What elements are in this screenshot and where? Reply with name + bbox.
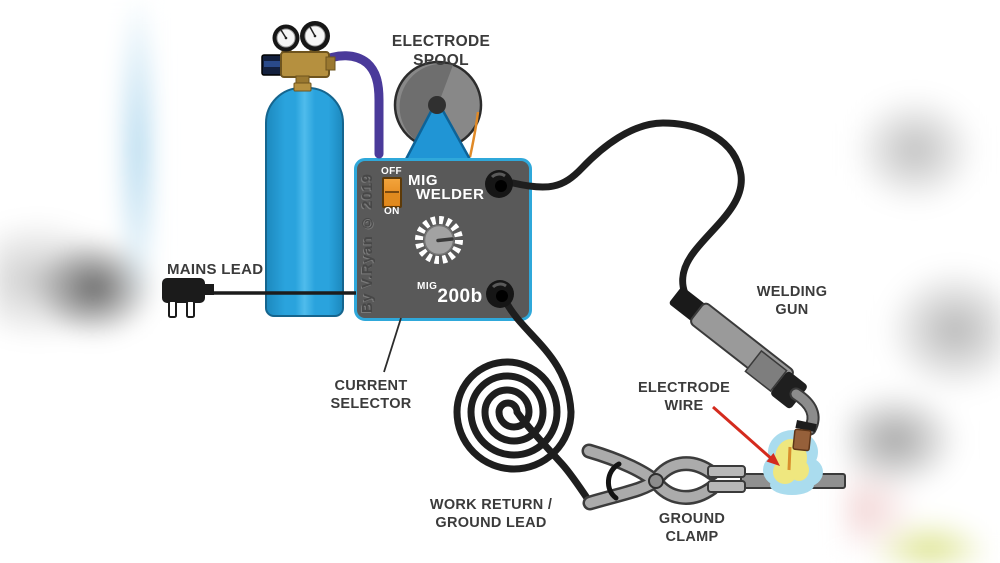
label-line: WELDING <box>756 284 828 300</box>
mains-plug-body <box>162 278 205 303</box>
model-number: 200b <box>437 286 483 307</box>
label-line: CURRENT <box>334 378 408 394</box>
cylinder-valve-stem <box>295 75 310 86</box>
label-line: CLAMP <box>665 529 719 546</box>
spool-disc <box>393 60 483 150</box>
arc-halo <box>789 457 823 487</box>
label-line: ELECTRODE <box>637 380 731 396</box>
clamp-pivot <box>648 473 664 489</box>
gauge-stem <box>309 45 320 57</box>
arrow-head <box>766 453 780 466</box>
label-line: ELECTRODE <box>391 33 491 50</box>
work-return-lead <box>453 296 593 505</box>
clamp-arm-outline <box>581 443 720 505</box>
model-prefix: MIG <box>417 281 438 292</box>
label-line: GROUND LEAD <box>435 515 547 532</box>
spool-hub <box>428 96 446 114</box>
gauge-needle <box>280 29 287 39</box>
pressure-gauge-right <box>300 21 330 51</box>
gun-cable-connector <box>669 287 713 327</box>
mig-welder-unit: By V.Ryan © 2019 OFF ON MIG WELDER MIG20… <box>354 158 532 321</box>
workpiece-bar <box>740 473 846 489</box>
switch-on-label: ON <box>384 206 400 217</box>
gun-neck-outline <box>789 387 820 436</box>
clamp-arm <box>584 446 717 503</box>
spool-disc-shading <box>399 63 453 145</box>
clamp-jaw-top <box>707 465 746 478</box>
label-line: GROUND <box>658 511 726 527</box>
welder-title-line2: WELDER <box>416 186 485 203</box>
regulator-body <box>280 51 330 78</box>
work-lead-exit <box>513 408 593 505</box>
label-current-selector: CURRENT SELECTOR <box>330 377 411 413</box>
label-line: WIRE <box>664 398 704 415</box>
gauge-face <box>276 28 296 48</box>
work-lead-coil <box>453 358 575 473</box>
mains-plug-pin <box>186 300 195 318</box>
gas-regulator <box>261 21 336 92</box>
label-electrode-wire: ELECTRODE WIRE <box>638 379 730 415</box>
arc-glow <box>789 459 809 481</box>
dial-pointer <box>436 237 454 243</box>
power-switch-knob <box>385 191 399 205</box>
regulator-knob-band <box>264 61 284 67</box>
nozzle-band <box>795 420 817 432</box>
arc-halo <box>768 430 818 474</box>
ground-clamp <box>581 443 720 511</box>
label-electrode-spool: ELECTRODE SPOOL <box>392 32 490 71</box>
welder-title-line1: MIG <box>408 172 439 189</box>
gauge-pivot <box>284 36 288 40</box>
gauge-needle <box>309 26 316 37</box>
pressure-gauge-left <box>272 24 300 52</box>
blurred-backdrop-right <box>845 0 1000 563</box>
gauge-pivot <box>313 34 317 38</box>
mains-plug-pin <box>168 300 177 318</box>
welding-gun-cable <box>509 119 745 308</box>
gas-cylinder <box>265 87 344 317</box>
gauge-stem <box>281 45 292 57</box>
power-switch[interactable] <box>382 177 402 208</box>
gun-neck <box>791 389 818 434</box>
label-work-return-ground-lead: WORK RETURN / GROUND LEAD <box>430 496 552 532</box>
arc-halo <box>763 453 801 487</box>
model-badge: MIG200b <box>417 281 483 308</box>
credit-text: By V.Ryan © 2019 <box>359 173 376 313</box>
electrode-spool <box>393 60 483 165</box>
electrode-wire-tip <box>787 446 792 471</box>
current-selector-dial[interactable] <box>411 212 467 268</box>
regulator-adjust-knob[interactable] <box>261 54 287 76</box>
current-selector-callout-line <box>383 317 402 373</box>
arc-glow <box>773 460 797 484</box>
clamp-jaw-bottom <box>707 480 746 493</box>
label-welding-gun: WELDING GUN <box>757 283 828 319</box>
label-mains-lead: MAINS LEAD <box>167 261 264 278</box>
gauge-face <box>304 25 326 47</box>
label-line: SELECTOR <box>330 396 412 413</box>
label-ground-clamp: GROUND CLAMP <box>659 510 725 546</box>
label-line: SPOOL <box>413 52 469 70</box>
blurred-backdrop-left <box>0 0 156 563</box>
switch-off-label: OFF <box>381 166 402 177</box>
electrode-wire-arrow <box>712 405 780 466</box>
label-line: WORK RETURN / <box>429 497 553 513</box>
label-line: GUN <box>775 302 809 319</box>
gun-neck-collar <box>771 371 807 409</box>
dial-tick-ring <box>415 216 463 264</box>
weld-arc-glow <box>763 430 823 495</box>
gun-grip-section <box>744 349 788 393</box>
clamp-arm-outline <box>582 456 720 511</box>
arc-halo <box>770 475 814 495</box>
clamp-arm <box>585 458 717 508</box>
mains-plug-nose <box>203 284 214 295</box>
hose-outlet <box>325 56 336 71</box>
arc-glow <box>775 439 807 477</box>
electrode-wire-feed <box>468 111 480 158</box>
spool-mount-bracket <box>402 98 474 165</box>
clamp-spring <box>606 461 622 501</box>
gun-nozzle <box>792 428 812 452</box>
